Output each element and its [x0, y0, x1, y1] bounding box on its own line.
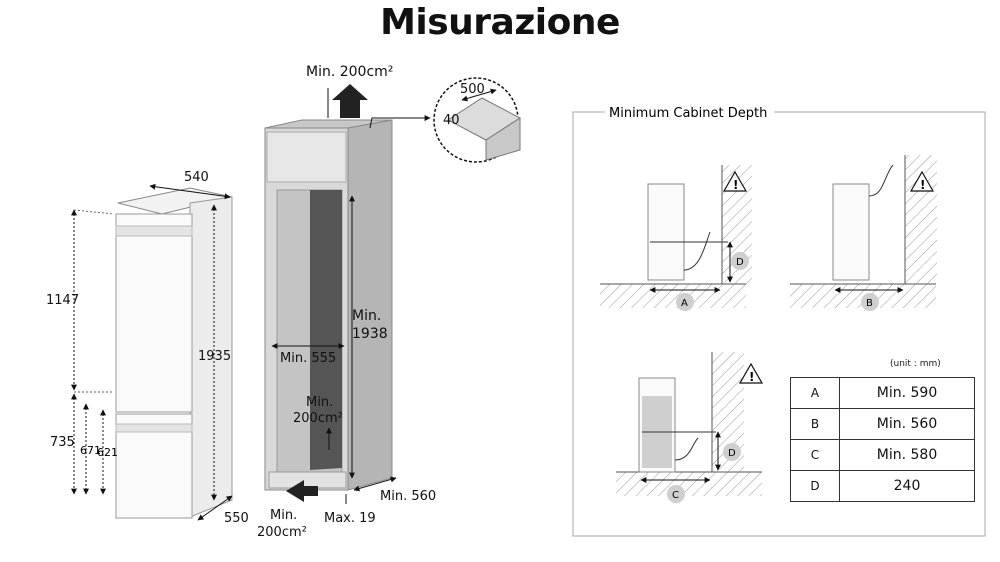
fridge-total-height-label: 1935	[198, 349, 231, 364]
depth-panel: Minimum Cabinet Depth ! !	[572, 106, 986, 537]
table-row: B Min. 560	[790, 408, 975, 440]
bottom-vent-label-line2: 200cm²	[257, 525, 307, 540]
fridge-671-label: 671	[80, 444, 101, 457]
warning-icon	[738, 362, 764, 384]
fridge-621-label: 621	[97, 446, 118, 459]
unit-label: (unit : mm)	[890, 359, 941, 369]
marker-d-2	[723, 443, 741, 461]
inner-vent-label-line1: Min.	[306, 395, 333, 410]
marker-a	[676, 293, 694, 311]
table-row: D 240	[790, 470, 975, 502]
row-value: Min. 560	[839, 408, 975, 440]
row-value: 240	[839, 470, 975, 502]
svg-text:!: !	[920, 178, 925, 192]
marker-b-label: B	[866, 298, 873, 309]
table-row: C Min. 580	[790, 439, 975, 471]
cabinet-depth-label: Min. 560	[380, 489, 436, 504]
marker-a-label: A	[681, 298, 688, 309]
marker-c-label: C	[672, 490, 679, 501]
row-key: C	[790, 439, 840, 471]
bottom-vent-label-line1: Min.	[270, 508, 297, 523]
warning-icon	[722, 170, 748, 192]
svg-text:!: !	[733, 178, 738, 192]
fridge-upper-height-label: 1147	[46, 293, 79, 308]
marker-d-label: D	[736, 257, 744, 268]
fridge-lower-height-label: 735	[50, 435, 75, 450]
marker-c	[667, 485, 685, 503]
top-vent-label: Min. 200cm²	[306, 64, 393, 80]
depth-table: A Min. 590 B Min. 560 C Min. 580 D 240	[790, 377, 975, 502]
page-title: Misurazione	[380, 2, 620, 43]
inner-height-label-line2: 1938	[352, 326, 388, 342]
row-value: Min. 580	[839, 439, 975, 471]
detail-500-label: 500	[460, 82, 485, 97]
warning-icon	[909, 170, 935, 192]
marker-d-1	[731, 252, 749, 270]
row-key: B	[790, 408, 840, 440]
svg-text:!: !	[749, 370, 754, 384]
fridge-depth-label: 550	[224, 511, 249, 526]
depth-panel-title: Minimum Cabinet Depth	[609, 106, 767, 121]
row-key: D	[790, 470, 840, 502]
gap-label: Max. 19	[324, 511, 376, 526]
marker-d-label: D	[728, 448, 736, 459]
marker-b	[861, 293, 879, 311]
table-row: A Min. 590	[790, 377, 975, 409]
inner-width-label: Min. 555	[280, 351, 336, 366]
row-value: Min. 590	[839, 377, 975, 409]
inner-height-label-line1: Min.	[352, 308, 381, 324]
inner-vent-label-line2: 200cm²	[293, 411, 343, 426]
fridge-width-label: 540	[184, 170, 209, 185]
row-key: A	[790, 377, 840, 409]
cabinet-illustration	[264, 119, 393, 491]
detail-40-label: 40	[443, 113, 460, 128]
